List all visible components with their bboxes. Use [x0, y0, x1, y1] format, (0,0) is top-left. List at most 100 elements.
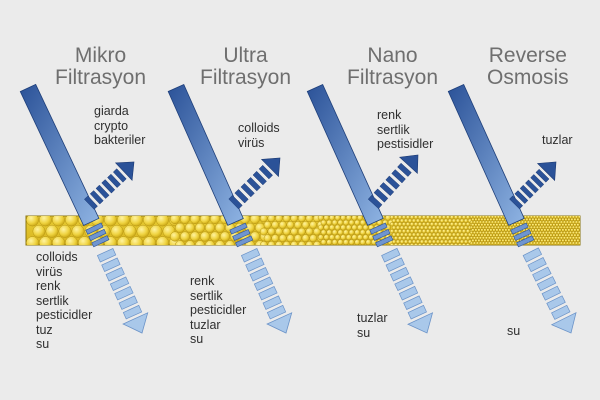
membrane-crossing-segment [375, 235, 394, 248]
membrane-pore [385, 244, 391, 245]
list-item: renk [377, 108, 402, 122]
list-item: virüs [238, 135, 265, 150]
membrane-pore [399, 225, 405, 230]
membrane-pore [357, 234, 363, 241]
membrane-pore [540, 228, 544, 232]
membrane-pore [534, 228, 538, 232]
membrane-pores [26, 216, 580, 245]
membrane-pore [567, 223, 571, 227]
membrane-pore [397, 229, 403, 234]
list-item: su [357, 325, 371, 340]
membrane-pore [435, 218, 441, 223]
membrane-pore [555, 223, 559, 227]
membrane-pore [505, 241, 510, 245]
permeate-segment [240, 248, 261, 263]
membrane-pore [483, 217, 487, 222]
membrane-pore [104, 216, 117, 227]
membrane-pore [335, 244, 340, 245]
membrane-pore [534, 238, 538, 243]
membrane-pore [471, 228, 475, 232]
membrane-pore [576, 223, 580, 227]
membrane-pore [407, 218, 413, 223]
membrane-pore [441, 222, 447, 227]
membrane-pore [568, 231, 573, 235]
membrane-pore [532, 241, 537, 245]
rejected-stream-segment [107, 173, 121, 188]
membrane-pore [320, 219, 327, 226]
rejected-stream-segment [95, 184, 110, 199]
membrane-pore [573, 244, 577, 245]
membrane-pore [401, 229, 407, 234]
membrane-pore [550, 241, 555, 245]
membrane-pore [136, 224, 150, 238]
membrane-pore [471, 233, 475, 237]
membrane-pore [573, 238, 577, 243]
membrane-pore [419, 239, 425, 244]
membrane-pore [574, 236, 579, 240]
membrane-pore [225, 240, 235, 245]
membrane-pore [549, 244, 553, 245]
membrane-pore [558, 223, 562, 227]
membrane-pore [220, 231, 230, 242]
membrane-pore [478, 231, 483, 235]
membrane-pore [465, 222, 471, 227]
membrane-pore [329, 244, 335, 245]
membrane-pore [200, 216, 210, 224]
membrane-pore [576, 238, 580, 243]
membrane-pore [461, 243, 467, 245]
membrane-pore [425, 236, 431, 241]
membrane-pore [499, 236, 504, 240]
membrane-pore [577, 231, 580, 235]
membrane-pore [553, 220, 558, 224]
permeate-segment [398, 285, 419, 301]
membrane-pore [558, 233, 562, 237]
membrane-pore [501, 223, 505, 227]
rejected-stream-segment [379, 182, 395, 197]
membrane-pore [433, 236, 439, 241]
membrane-pore [571, 231, 576, 235]
permeate-segment [551, 304, 571, 320]
membrane-pore [513, 223, 517, 227]
membrane-pore [357, 244, 363, 245]
membrane-pore [555, 238, 559, 243]
membrane-pore [271, 221, 280, 229]
membrane-pore [577, 241, 580, 245]
membrane-pore [447, 239, 453, 244]
membrane-pore [502, 236, 507, 240]
membrane-pore [425, 243, 431, 245]
membrane-pore [531, 244, 535, 245]
membrane-pore [317, 224, 324, 231]
membrane-pore [502, 225, 507, 230]
membrane-pore [439, 239, 445, 244]
membrane-pore [329, 234, 335, 241]
membrane-pore [534, 223, 538, 227]
membrane-pore [331, 239, 338, 245]
membrane-pore [337, 239, 344, 245]
membrane-pore [552, 233, 556, 237]
membrane-pore [457, 243, 463, 245]
membrane-pore [492, 238, 496, 243]
membrane-pore [543, 223, 547, 227]
permeate-segment [527, 257, 547, 273]
membrane-pore [549, 223, 553, 227]
membrane-pore [538, 231, 543, 235]
membrane-pore [541, 236, 546, 240]
membrane-pore [562, 225, 567, 230]
membrane-pore [493, 231, 498, 235]
membrane-pore [505, 236, 510, 240]
membrane-pore [501, 217, 505, 222]
passed-list-ultra: renk sertlik pesticidler tuzlar su [190, 274, 246, 347]
membrane-pore [489, 217, 493, 222]
membrane-pore [421, 229, 427, 234]
membrane-pore [498, 238, 502, 243]
permeate-segment [258, 286, 278, 301]
membrane-pore [324, 244, 329, 245]
membrane-pore [437, 243, 443, 245]
membrane-pore [461, 229, 467, 234]
membrane-pore [389, 243, 395, 245]
membrane-pore [326, 239, 333, 245]
membrane-pore [297, 216, 306, 223]
membrane-pore [359, 239, 366, 245]
list-item: pesticidler [36, 308, 93, 322]
membrane-pore [354, 219, 361, 226]
